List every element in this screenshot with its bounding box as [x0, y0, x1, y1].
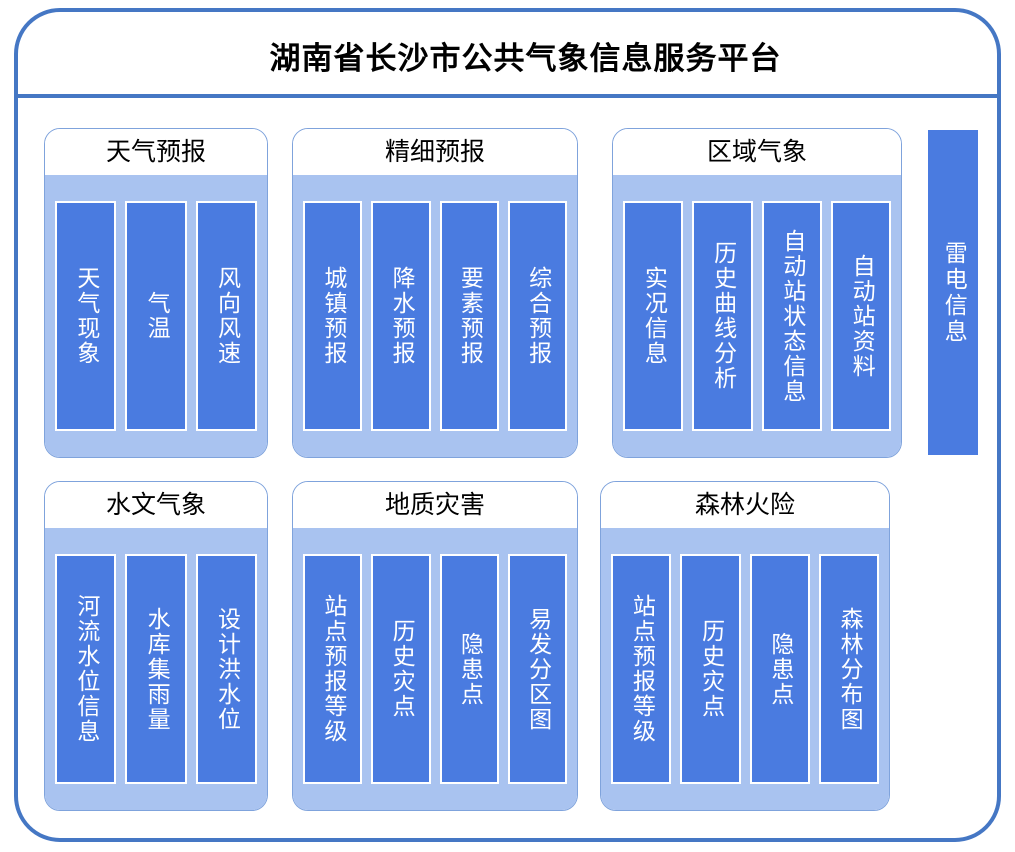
- panel-body-weather-forecast: 天气现象 气温 风向风速: [45, 175, 267, 457]
- item-label: 风向风速: [213, 266, 240, 366]
- item-station-forecast-level[interactable]: 站点预报等级: [611, 554, 672, 784]
- item-label: 自动站资料: [848, 253, 875, 379]
- item-label: 设计洪水位: [213, 606, 240, 732]
- item-forest-distribution-map[interactable]: 森林分布图: [818, 554, 879, 784]
- item-label: 历史灾点: [697, 619, 724, 719]
- panel-title-geological-disaster: 地质灾害: [293, 482, 577, 528]
- item-label: 雷电信息: [940, 240, 967, 345]
- item-label: 要素预报: [456, 266, 483, 366]
- item-label: 城镇预报: [319, 266, 346, 366]
- panel-body-geological-disaster: 站点预报等级 历史灾点 隐患点 易发分区图: [293, 528, 577, 810]
- item-label: 综合预报: [524, 266, 551, 366]
- item-precipitation-forecast[interactable]: 降水预报: [371, 201, 431, 431]
- item-live-information[interactable]: 实况信息: [623, 201, 684, 431]
- item-historical-disaster-point[interactable]: 历史灾点: [371, 554, 431, 784]
- item-label: 气温: [143, 291, 170, 341]
- item-label: 易发分区图: [524, 606, 551, 732]
- item-town-forecast[interactable]: 城镇预报: [303, 201, 363, 431]
- item-label: 隐患点: [456, 631, 483, 707]
- panel-title-forest-fire-risk: 森林火险: [601, 482, 889, 528]
- item-label: 自动站状态信息: [778, 228, 805, 404]
- item-auto-station-data[interactable]: 自动站资料: [830, 201, 891, 431]
- item-label: 河流水位信息: [72, 594, 99, 744]
- item-prone-zoning-map[interactable]: 易发分区图: [507, 554, 567, 784]
- panel-title-regional-meteorology: 区域气象: [613, 129, 901, 175]
- item-label: 历史灾点: [388, 619, 415, 719]
- item-element-forecast[interactable]: 要素预报: [439, 201, 499, 431]
- panel-title-hydro-meteorology: 水文气象: [45, 482, 267, 528]
- panel-body-hydro-meteorology: 河流水位信息 水库集雨量 设计洪水位: [45, 528, 267, 810]
- item-design-flood-level[interactable]: 设计洪水位: [195, 554, 257, 784]
- item-temperature[interactable]: 气温: [125, 201, 187, 431]
- item-historical-disaster-point[interactable]: 历史灾点: [680, 554, 741, 784]
- item-lightning-information[interactable]: 雷电信息: [928, 130, 978, 455]
- panel-weather-forecast[interactable]: 天气预报 天气现象 气温 风向风速: [44, 128, 268, 458]
- item-label: 历史曲线分析: [709, 241, 736, 391]
- item-label: 水库集雨量: [143, 606, 170, 732]
- item-comprehensive-forecast[interactable]: 综合预报: [507, 201, 567, 431]
- panel-hydro-meteorology[interactable]: 水文气象 河流水位信息 水库集雨量 设计洪水位: [44, 481, 268, 811]
- item-label: 实况信息: [640, 266, 667, 366]
- title-divider: [14, 94, 1001, 98]
- item-reservoir-rainfall[interactable]: 水库集雨量: [125, 554, 187, 784]
- panel-body-fine-forecast: 城镇预报 降水预报 要素预报 综合预报: [293, 175, 577, 457]
- item-weather-phenomenon[interactable]: 天气现象: [55, 201, 117, 431]
- item-river-water-level-information[interactable]: 河流水位信息: [55, 554, 117, 784]
- panel-fine-forecast[interactable]: 精细预报 城镇预报 降水预报 要素预报 综合预报: [292, 128, 578, 458]
- item-hidden-danger-point[interactable]: 隐患点: [749, 554, 810, 784]
- item-label: 站点预报等级: [628, 594, 655, 744]
- panel-regional-meteorology[interactable]: 区域气象 实况信息 历史曲线分析 自动站状态信息 自动站资料: [612, 128, 902, 458]
- panel-body-forest-fire-risk: 站点预报等级 历史灾点 隐患点 森林分布图: [601, 528, 889, 810]
- item-historical-curve-analysis[interactable]: 历史曲线分析: [692, 201, 753, 431]
- panel-body-regional-meteorology: 实况信息 历史曲线分析 自动站状态信息 自动站资料: [613, 175, 901, 457]
- item-station-forecast-level[interactable]: 站点预报等级: [303, 554, 363, 784]
- item-label: 站点预报等级: [319, 594, 346, 744]
- item-hidden-danger-point[interactable]: 隐患点: [439, 554, 499, 784]
- item-label: 森林分布图: [836, 606, 863, 732]
- page-title: 湖南省长沙市公共气象信息服务平台: [269, 41, 782, 77]
- item-auto-station-status-information[interactable]: 自动站状态信息: [761, 201, 822, 431]
- item-label: 隐患点: [766, 631, 793, 707]
- panel-title-weather-forecast: 天气预报: [45, 129, 267, 175]
- panel-geological-disaster[interactable]: 地质灾害 站点预报等级 历史灾点 隐患点 易发分区图: [292, 481, 578, 811]
- item-wind-direction-speed[interactable]: 风向风速: [195, 201, 257, 431]
- item-label: 天气现象: [72, 266, 99, 366]
- panel-forest-fire-risk[interactable]: 森林火险 站点预报等级 历史灾点 隐患点 森林分布图: [600, 481, 890, 811]
- item-label: 降水预报: [388, 266, 415, 366]
- panel-title-fine-forecast: 精细预报: [293, 129, 577, 175]
